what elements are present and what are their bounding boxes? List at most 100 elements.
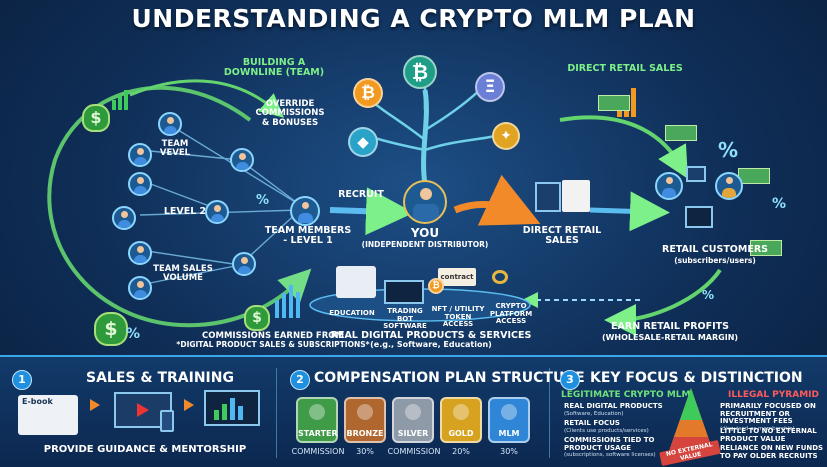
medal-icon <box>357 404 373 420</box>
you-sub-label: (INDEPENDENT DISTRIBUTOR) <box>361 240 489 249</box>
divider <box>549 368 550 458</box>
key-icon <box>492 270 508 284</box>
bitcoin-coin-icon: ₿ <box>403 55 437 89</box>
tier-caption: 30% <box>500 447 518 456</box>
money-bag-icon: $ <box>244 305 270 331</box>
tier-badge-gold: GOLD <box>440 397 482 443</box>
illegal-bullet: RELIANCE ON NEW FUNDS TO PAY OLDER RECRU… <box>720 444 824 460</box>
legit-bullet: REAL DIGITAL PRODUCTS(Software, Educatio… <box>564 402 664 417</box>
token-coin-icon: ◆ <box>348 127 378 157</box>
building-downline-label: BUILDING A DOWNLINE (TEAM) <box>223 57 325 79</box>
avatar <box>205 200 229 224</box>
trading-bot-screen-icon <box>384 280 424 304</box>
presentation-chart-icon <box>204 390 260 426</box>
bitcoin-coin-icon: ₿ <box>353 78 383 108</box>
tier-caption: COMMISSION <box>387 447 441 456</box>
divider <box>276 368 277 458</box>
bullet-sub: (Software, Education) <box>564 410 624 417</box>
avatar <box>128 143 152 167</box>
bullet-sub: (Clients use products/services) <box>564 427 649 434</box>
section-title-sales-training: SALES & TRAINING <box>86 370 234 386</box>
earn-retail-sub: (WHOLESALE-RETAIL MARGIN) <box>601 333 739 342</box>
cash-icon <box>750 240 782 256</box>
tier-caption: 20% <box>452 447 470 456</box>
page-title: UNDERSTANDING A CRYPTO MLM PLAN <box>131 4 696 33</box>
percent-icon: % <box>126 326 141 342</box>
recruit-label: RECRUIT <box>338 189 384 200</box>
education-book-icon <box>336 266 376 298</box>
tier-name: STARTER <box>298 429 338 438</box>
direct-retail-sales-top-label: DIRECT RETAIL SALES <box>567 63 683 74</box>
team-icon <box>501 404 517 420</box>
illegal-title: ILLEGAL PYRAMID <box>728 390 819 400</box>
real-products-sub: (e.g., Software, Education) <box>370 340 492 350</box>
medal-icon <box>405 404 421 420</box>
you-avatar <box>403 180 447 224</box>
team-level-label: TEAM VEVEL <box>159 139 191 159</box>
avatar <box>230 148 254 172</box>
tier-caption: COMMISSION <box>291 447 345 456</box>
bullet-main: PRIMARILY FOCUSED ON RECRUITMENT OR INVE… <box>720 402 816 426</box>
gear-icon <box>309 404 325 420</box>
tier-name: SILVER <box>397 429 429 438</box>
document-icon <box>562 180 590 212</box>
section-number-2: 2 <box>290 370 310 390</box>
bullet-main: LITTLE TO NO EXTERNAL PRODUCT VALUE <box>720 427 817 443</box>
laptop-chart-icon <box>685 206 713 228</box>
percent-icon: % <box>772 196 787 212</box>
illegal-bullet: PRIMARILY FOCUSED ON RECRUITMENT OR INVE… <box>720 402 824 433</box>
avatar <box>128 241 152 265</box>
team-members-label: TEAM MEMBERS - LEVEL 1 <box>264 225 352 247</box>
customer-avatar <box>715 172 743 200</box>
tier-badge-silver: SILVER <box>392 397 434 443</box>
bullet-main: RELIANCE ON NEW FUNDS TO PAY OLDER RECRU… <box>720 444 824 460</box>
token-coin-icon: ✦ <box>492 122 520 150</box>
product-label: NFT / UTILITY TOKEN ACCESS <box>431 305 485 329</box>
override-label: OVERRIDE COMMISSIONS & BONUSES <box>255 99 325 128</box>
ethereum-coin-icon: Ξ <box>475 72 505 102</box>
phone-icon <box>160 410 174 432</box>
product-label: CRYPTO PLATFORM ACCESS <box>489 302 533 326</box>
tablet-icon <box>686 166 706 182</box>
section-number-1: 1 <box>12 370 32 390</box>
avatar <box>158 112 182 136</box>
retail-customers-sub: (subscribers/users) <box>674 256 756 265</box>
section-title-key-focus: KEY FOCUS & DISTINCTION <box>590 370 803 386</box>
tier-caption: 30% <box>356 447 374 456</box>
avatar <box>232 252 256 276</box>
cash-icon <box>738 168 770 184</box>
tier-name: GOLD <box>448 429 474 438</box>
cash-icon <box>598 95 630 111</box>
bullet-main: COMMISSIONS TIED TO PRODUCT USAGE <box>564 436 655 452</box>
earn-retail-label: EARN RETAIL PROFITS <box>611 321 729 332</box>
ebook-icon: E-book <box>18 395 78 435</box>
bullet-sub: (disguised as membership) <box>720 426 795 433</box>
level2-label: LEVEL 2 <box>163 206 207 217</box>
section-title-comp-plan: COMPENSATION PLAN STRUCTURE <box>314 370 585 386</box>
cash-icon <box>665 125 697 141</box>
customer-avatar <box>655 172 683 200</box>
avatar <box>128 172 152 196</box>
avatar <box>112 206 136 230</box>
you-label: YOU <box>410 226 440 240</box>
bullet-main: RETAIL FOCUS <box>564 419 620 427</box>
section1-caption: PROVIDE GUIDANCE & MENTORSHIP <box>43 444 247 455</box>
section-number-3: 3 <box>560 370 580 390</box>
tier-name: BRONZE <box>346 429 384 438</box>
money-bag-icon: $ <box>82 104 110 132</box>
tier-badge-mlm: MLM <box>488 397 530 443</box>
percent-icon: % <box>718 138 739 162</box>
percent-icon: % <box>702 288 715 302</box>
arrow-right-icon <box>90 399 100 411</box>
medal-icon <box>453 404 469 420</box>
legit-title: LEGITIMATE CRYPTO MLM <box>561 390 691 400</box>
direct-retail-sales-label: DIRECT RETAIL SALES <box>522 225 602 247</box>
commissions-earned-sub: *DIGITAL PRODUCT SALES & SUBSCRIPTIONS* <box>176 340 370 350</box>
real-products-title: REAL DIGITAL PRODUCTS & SERVICES <box>330 330 532 341</box>
arrow-right-icon <box>184 399 194 411</box>
percent-icon: % <box>256 193 270 208</box>
avatar <box>128 276 152 300</box>
legit-bullet: COMMISSIONS TIED TO PRODUCT USAGE(subscr… <box>564 436 664 458</box>
commissions-earned-title: COMMISSIONS EARNED FROM <box>202 331 344 341</box>
avatar <box>290 196 320 226</box>
